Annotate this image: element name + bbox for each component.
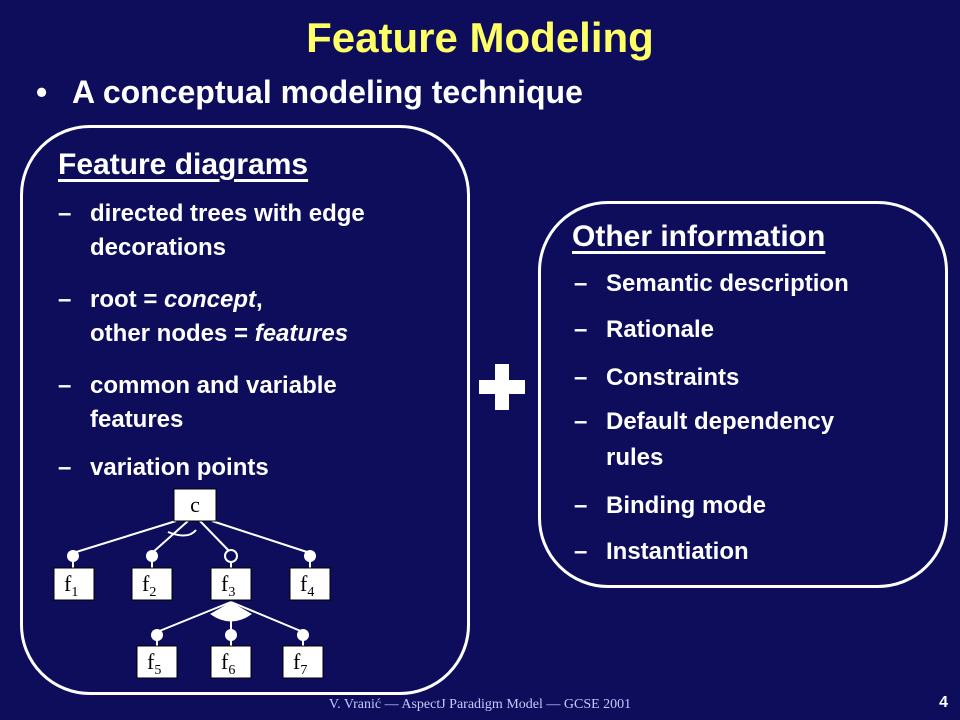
svg-text:f5: f5: [147, 649, 161, 678]
bullet-marker: •: [36, 74, 48, 110]
item-line: Constraints: [606, 364, 740, 391]
item-line: decorations: [90, 234, 227, 261]
plus-icon: [479, 364, 525, 410]
tree-node: f3: [210, 567, 252, 601]
dash-marker: –: [574, 364, 588, 391]
tree-node-root: c: [173, 488, 217, 522]
item-line: rules: [606, 444, 664, 471]
item-line: Binding mode: [606, 492, 766, 519]
mandatory-circle: [304, 550, 316, 562]
other-information-box: [538, 201, 948, 588]
svg-text:f2: f2: [142, 571, 156, 600]
svg-text:c: c: [190, 492, 200, 517]
dash-marker: –: [574, 492, 588, 519]
tree-node: f4: [289, 567, 331, 601]
item-line: Rationale: [606, 316, 715, 343]
dash-marker: –: [58, 454, 72, 481]
item-line: Default dependency: [606, 408, 835, 435]
tree-node: f5: [136, 645, 178, 679]
dash-marker: –: [574, 408, 588, 435]
dash-marker: –: [58, 372, 72, 399]
mandatory-circle: [151, 629, 163, 641]
svg-text:f6: f6: [221, 649, 235, 678]
tree-node: f7: [282, 645, 324, 679]
svg-text:f3: f3: [221, 571, 235, 600]
item-line: Semantic description: [606, 270, 849, 297]
tree-edges: [72, 520, 311, 646]
item-line: root = concept,: [90, 286, 263, 313]
item-line: Instantiation: [606, 538, 749, 565]
item-line: features: [90, 406, 184, 433]
feature-diagram: c f1 f2 f3 f4 f5 f6 f7: [53, 488, 331, 679]
svg-text:f1: f1: [64, 571, 78, 600]
item-line: other nodes = features: [90, 320, 349, 347]
mandatory-circle: [146, 550, 158, 562]
svg-text:f7: f7: [293, 649, 307, 678]
slide-title: Feature Modeling: [306, 14, 654, 61]
item-line: directed trees with edge: [90, 200, 365, 227]
dash-marker: –: [574, 316, 588, 343]
svg-text:f4: f4: [300, 571, 314, 600]
item-line: variation points: [90, 454, 269, 481]
tree-node: f2: [131, 567, 173, 601]
main-bullet-text: A conceptual modeling technique: [72, 74, 583, 110]
footer-text: V. Vranić — AspectJ Paradigm Model — GCS…: [328, 697, 632, 712]
dash-marker: –: [58, 286, 72, 313]
dash-marker: –: [58, 200, 72, 227]
feature-diagrams-heading: Feature diagrams: [58, 148, 309, 181]
mandatory-circle: [225, 629, 237, 641]
page-number: 4: [939, 694, 948, 711]
alternative-arc: [167, 529, 197, 537]
mandatory-circle: [67, 550, 79, 562]
dash-marker: –: [574, 270, 588, 297]
mandatory-circle: [297, 629, 309, 641]
item-line: common and variable: [90, 372, 337, 399]
tree-node: f1: [53, 567, 95, 601]
optional-circle: [224, 549, 238, 563]
or-group-arc: [210, 602, 252, 622]
tree-node: f6: [210, 645, 252, 679]
other-information-heading: Other information: [572, 220, 826, 253]
dash-marker: –: [574, 538, 588, 565]
feature-diagrams-box: [20, 125, 470, 695]
